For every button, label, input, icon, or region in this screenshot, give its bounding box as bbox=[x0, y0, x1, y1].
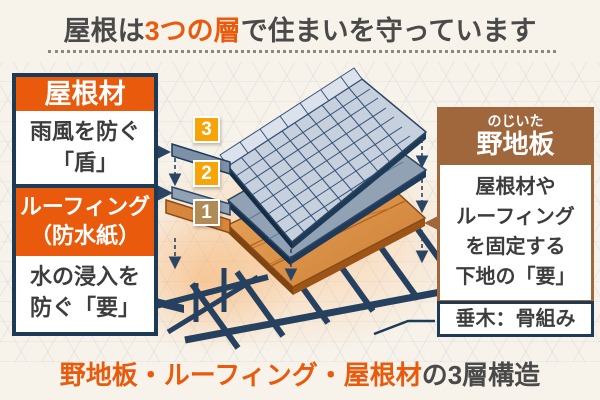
callout-nojiita-body-line3: を固定する bbox=[465, 235, 566, 258]
caption-suffix: の3層構造 bbox=[421, 360, 541, 390]
dashed-connector-lines bbox=[168, 139, 429, 282]
callout-nojiita-body-line4: 下地の「要」 bbox=[455, 265, 576, 288]
callout-nojiita: のじいた 野地板 屋根材や ルーフィング を固定する 下地の「要」 bbox=[437, 107, 594, 303]
callout-nojiita-name: 野地板 bbox=[476, 128, 555, 159]
callout-nojiita-reading: のじいた bbox=[487, 113, 544, 129]
ridge-cap bbox=[219, 67, 363, 167]
page-title: 屋根は3つの層で住まいを守っています bbox=[0, 9, 600, 48]
taruki-connector-line bbox=[373, 319, 435, 336]
callout-yanezai-body-line2: 「盾」 bbox=[51, 149, 118, 175]
layer-badge-3: 3 bbox=[193, 116, 220, 143]
title-highlight: 3つの層 bbox=[144, 16, 241, 46]
rafters-truss bbox=[136, 222, 463, 350]
title-underline-dots bbox=[48, 50, 556, 53]
ridge-cap-ticks bbox=[239, 76, 350, 154]
callout-nojiita-body-line2: ルーフィング bbox=[456, 205, 575, 228]
callout-roofing-header-line1: ルーフィング bbox=[19, 194, 151, 219]
callout-roofing-header-line2: （防水紙） bbox=[29, 222, 140, 248]
callout-roofing-body-line2: 防ぐ「要」 bbox=[29, 294, 140, 320]
bottom-caption: 野地板・ルーフィング・屋根材の3層構造 bbox=[0, 355, 600, 392]
title-prefix: 屋根は bbox=[63, 16, 145, 46]
callout-nojiita-body-line1: 屋根材や bbox=[475, 175, 556, 198]
layer-badge-2: 2 bbox=[193, 160, 220, 187]
callout-roofing-body: 水の浸入を 防ぐ「要」 bbox=[16, 256, 154, 332]
callout-roofing: ルーフィング （防水紙） 水の浸入を 防ぐ「要」 bbox=[12, 184, 158, 336]
callout-nojiita-body: 屋根材や ルーフィング を固定する 下地の「要」 bbox=[440, 165, 591, 300]
layer-badge-1: 1 bbox=[193, 199, 220, 226]
callout-yanezai: 屋根材 雨風を防ぐ 「盾」 bbox=[12, 73, 158, 191]
caption-highlight: 野地板・ルーフィング・屋根材 bbox=[59, 360, 422, 390]
callout-taruki-label: 垂木：骨組み bbox=[455, 308, 576, 330]
callout-yanezai-body: 雨風を防ぐ 「盾」 bbox=[16, 111, 154, 187]
callout-taruki: 垂木：骨組み bbox=[437, 301, 594, 337]
title-suffix: で住まいを守っています bbox=[240, 16, 537, 46]
roof-tiles-layer bbox=[171, 67, 428, 249]
callout-yanezai-body-line1: 雨風を防ぐ bbox=[29, 119, 140, 144]
callout-roofing-header: ルーフィング （防水紙） bbox=[16, 188, 154, 257]
callout-nojiita-header: のじいた 野地板 bbox=[440, 110, 591, 165]
callout-roofing-body-line1: 水の浸入を bbox=[29, 264, 140, 290]
callout-yanezai-header: 屋根材 bbox=[16, 77, 154, 111]
callout-arrows bbox=[151, 142, 444, 336]
